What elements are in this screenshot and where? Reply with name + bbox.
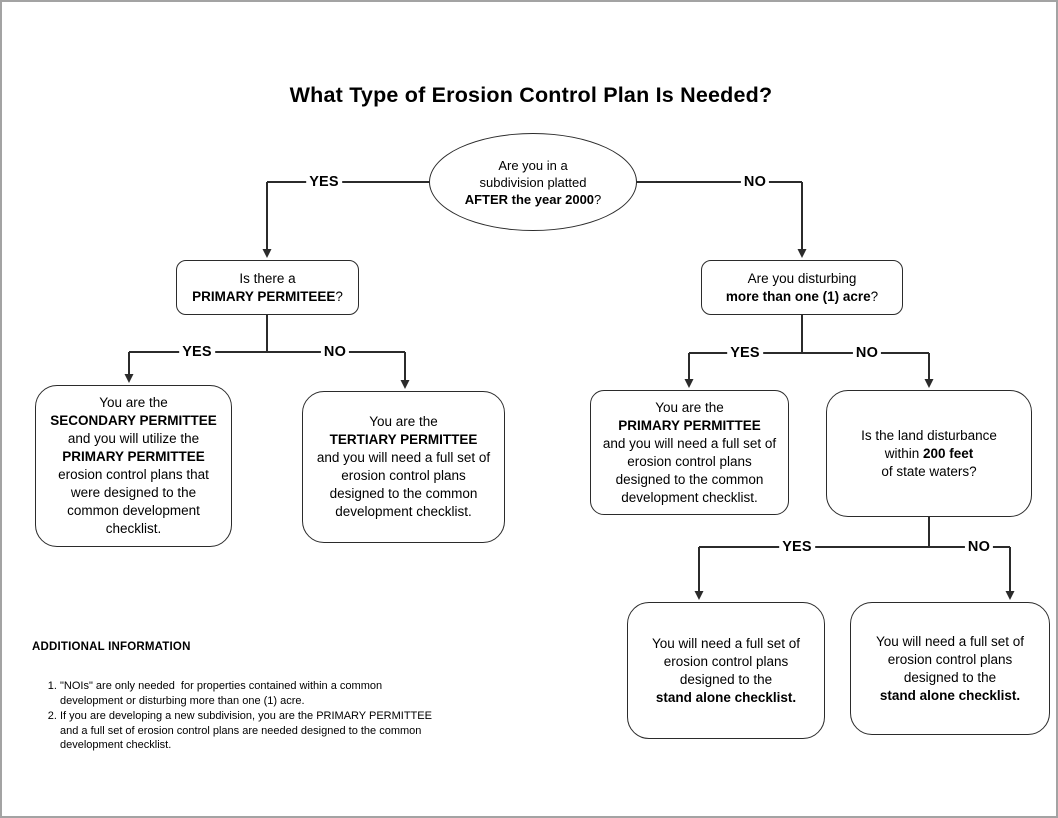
- text-line: SECONDARY PERMITTEE: [50, 413, 217, 428]
- text-line: of state waters?: [881, 463, 977, 479]
- text-line: designed to the: [679, 671, 773, 687]
- text-line: You are the: [99, 395, 168, 410]
- text-line: TERTIARY PERMITTEE: [329, 432, 478, 447]
- branch-label-disturbing-no: NO: [852, 345, 882, 361]
- text-line: erosion control plans: [341, 468, 466, 483]
- text-line: You will need a full set of: [651, 635, 801, 651]
- text-line: You are the: [369, 414, 438, 429]
- branch-label-waters-yes: YES: [779, 539, 815, 555]
- text-line: You are the: [655, 399, 724, 415]
- text-line: were designed to the: [70, 485, 197, 500]
- text-line: designed to the: [903, 669, 997, 685]
- text-line: within 200 feet: [884, 445, 974, 461]
- additional-info-item: If you are developing a new subdivision,…: [60, 709, 530, 753]
- text-line: AFTER the year 2000?: [464, 191, 602, 207]
- text-line: and you will utilize the: [67, 431, 200, 446]
- decision-primary-permittee: Is there a PRIMARY PERMITEEE?: [176, 260, 359, 315]
- text-line: stand alone checklist.: [879, 687, 1021, 703]
- additional-info-list: "NOIs" are only needed for properties co…: [44, 679, 530, 754]
- text-line: more than one (1) acre?: [725, 288, 879, 304]
- text-line: and you will need a full set of: [316, 450, 491, 465]
- branch-label-disturbing-yes: YES: [727, 345, 763, 361]
- text-line: erosion control plans: [663, 653, 789, 669]
- text-line: You will need a full set of: [875, 633, 1025, 649]
- text-line: Are you in a: [498, 157, 568, 173]
- page-title: What Type of Erosion Control Plan Is Nee…: [289, 83, 773, 107]
- text-line: designed to the common: [329, 486, 478, 501]
- text-line: erosion control plans: [627, 453, 752, 469]
- text-line: checklist.: [105, 521, 162, 536]
- text-line: PRIMARY PERMITTEE: [618, 417, 761, 433]
- text-line: subdivision platted: [479, 174, 587, 190]
- text-line: erosion control plans: [887, 651, 1013, 667]
- decision-state-waters: Is the land disturbance within 200 feet of…: [826, 390, 1032, 517]
- result-standalone-yes: You will need a full set of erosion contr…: [627, 602, 825, 739]
- text-line: designed to the common: [615, 471, 764, 487]
- branch-label-root-yes: YES: [306, 174, 342, 190]
- text-line: and you will need a full set of: [602, 435, 777, 451]
- text-line: erosion control plans that: [58, 467, 209, 482]
- result-standalone-no: You will need a full set of erosion contr…: [850, 602, 1050, 735]
- text-line: Is the land disturbance: [861, 427, 997, 443]
- text-line: Are you disturbing: [747, 270, 857, 286]
- branch-label-root-no: NO: [740, 174, 770, 190]
- text-line: PRIMARY PERMITTEE: [62, 449, 205, 464]
- text-line: development checklist.: [335, 504, 472, 519]
- branch-label-waters-no: NO: [964, 539, 994, 555]
- additional-info-item: "NOIs" are only needed for properties co…: [60, 679, 530, 708]
- text-line: development checklist.: [621, 489, 758, 505]
- branch-label-primary-no: NO: [320, 344, 350, 360]
- text-line: stand alone checklist.: [655, 689, 797, 705]
- text-line: Is there a: [239, 270, 296, 286]
- decision-disturbing-acre: Are you disturbing more than one (1) acre…: [701, 260, 903, 315]
- text-line: common development: [67, 503, 200, 518]
- additional-info-heading: ADDITIONAL INFORMATION: [32, 641, 191, 653]
- flow-lines: [128, 181, 1011, 593]
- branch-label-primary-yes: YES: [179, 344, 215, 360]
- text-line: PRIMARY PERMITEEE?: [192, 288, 343, 304]
